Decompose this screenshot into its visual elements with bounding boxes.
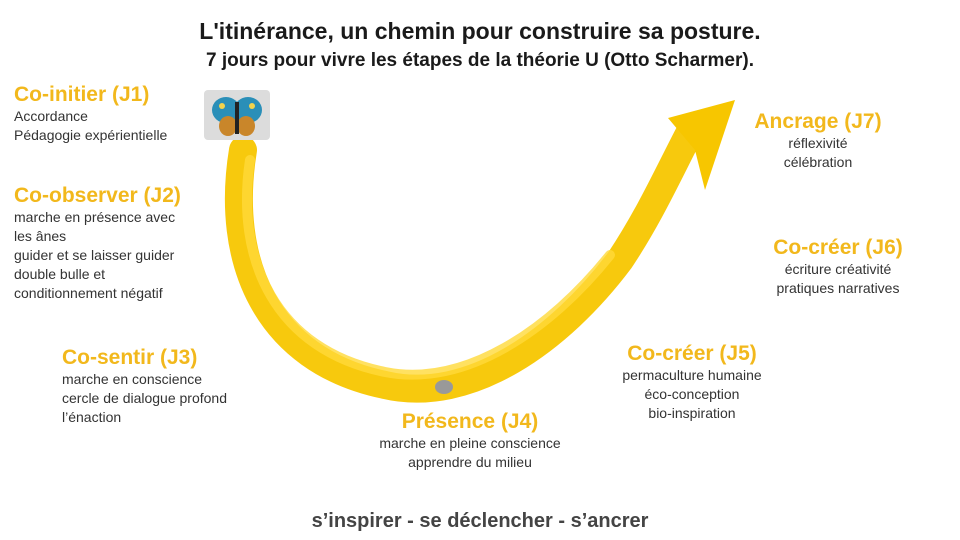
step-line: double bulle et: [14, 266, 106, 282]
step-line: Pédagogie expérientielle: [14, 127, 168, 143]
page-subtitle: 7 jours pour vivre les étapes de la théo…: [205, 50, 754, 71]
step-j6: Co-créer (J6) écriture créativité pratiq…: [738, 236, 938, 298]
step-j1: Co-initier (J1) Accordance Pédagogie exp…: [14, 83, 167, 145]
step-line: conditionnement négatif: [14, 285, 163, 301]
step-line: Accordance: [14, 108, 88, 124]
butterfly-drawing: [212, 97, 262, 136]
page-title: L'itinérance, un chemin pour construire …: [199, 18, 761, 44]
step-line: célébration: [783, 154, 853, 170]
step-line: écriture créativité: [784, 261, 892, 277]
step-heading: Co-observer (J2): [14, 184, 181, 207]
step-line: pratiques narratives: [776, 280, 900, 296]
step-line: guider et se laisser guider: [14, 247, 175, 263]
step-heading: Co-sentir (J3): [62, 346, 198, 369]
step-heading: Co-initier (J1): [14, 83, 150, 106]
step-j3: Co-sentir (J3) marche en conscience cerc…: [62, 346, 227, 427]
step-heading: Présence (J4): [401, 410, 539, 433]
step-line: cercle de dialogue profond: [62, 390, 228, 406]
step-j4: Présence (J4) marche en pleine conscienc…: [340, 410, 600, 472]
step-line: marche en conscience: [62, 371, 203, 387]
step-line: les ânes: [14, 228, 67, 244]
step-line: éco-conception: [644, 386, 740, 402]
step-heading: Co-créer (J6): [773, 236, 903, 259]
step-j5: Co-créer (J5) permaculture humaine éco-c…: [592, 342, 792, 423]
step-j2: Co-observer (J2) marche en présence avec…: [14, 184, 181, 303]
step-line: réflexivité: [788, 135, 848, 151]
step-heading: Ancrage (J7): [754, 110, 882, 133]
arrow-head: [668, 100, 735, 190]
butterfly-icon: [204, 90, 270, 140]
step-j7: Ancrage (J7) réflexivité célébration: [718, 110, 918, 172]
step-line: permaculture humaine: [622, 367, 762, 383]
u-curve-stroke: [224, 118, 704, 403]
u-curve-stroke-highlight: [242, 155, 615, 380]
stone-icon: [435, 380, 453, 394]
step-line: marche en présence avec: [14, 209, 176, 225]
step-line: l’énaction: [62, 409, 122, 425]
step-line: bio-inspiration: [648, 405, 736, 421]
step-line: apprendre du milieu: [408, 454, 532, 470]
footer-motto: s’inspirer - se déclencher - s’ancrer: [311, 510, 649, 532]
step-line: marche en pleine conscience: [379, 435, 561, 451]
step-heading: Co-créer (J5): [627, 342, 757, 365]
